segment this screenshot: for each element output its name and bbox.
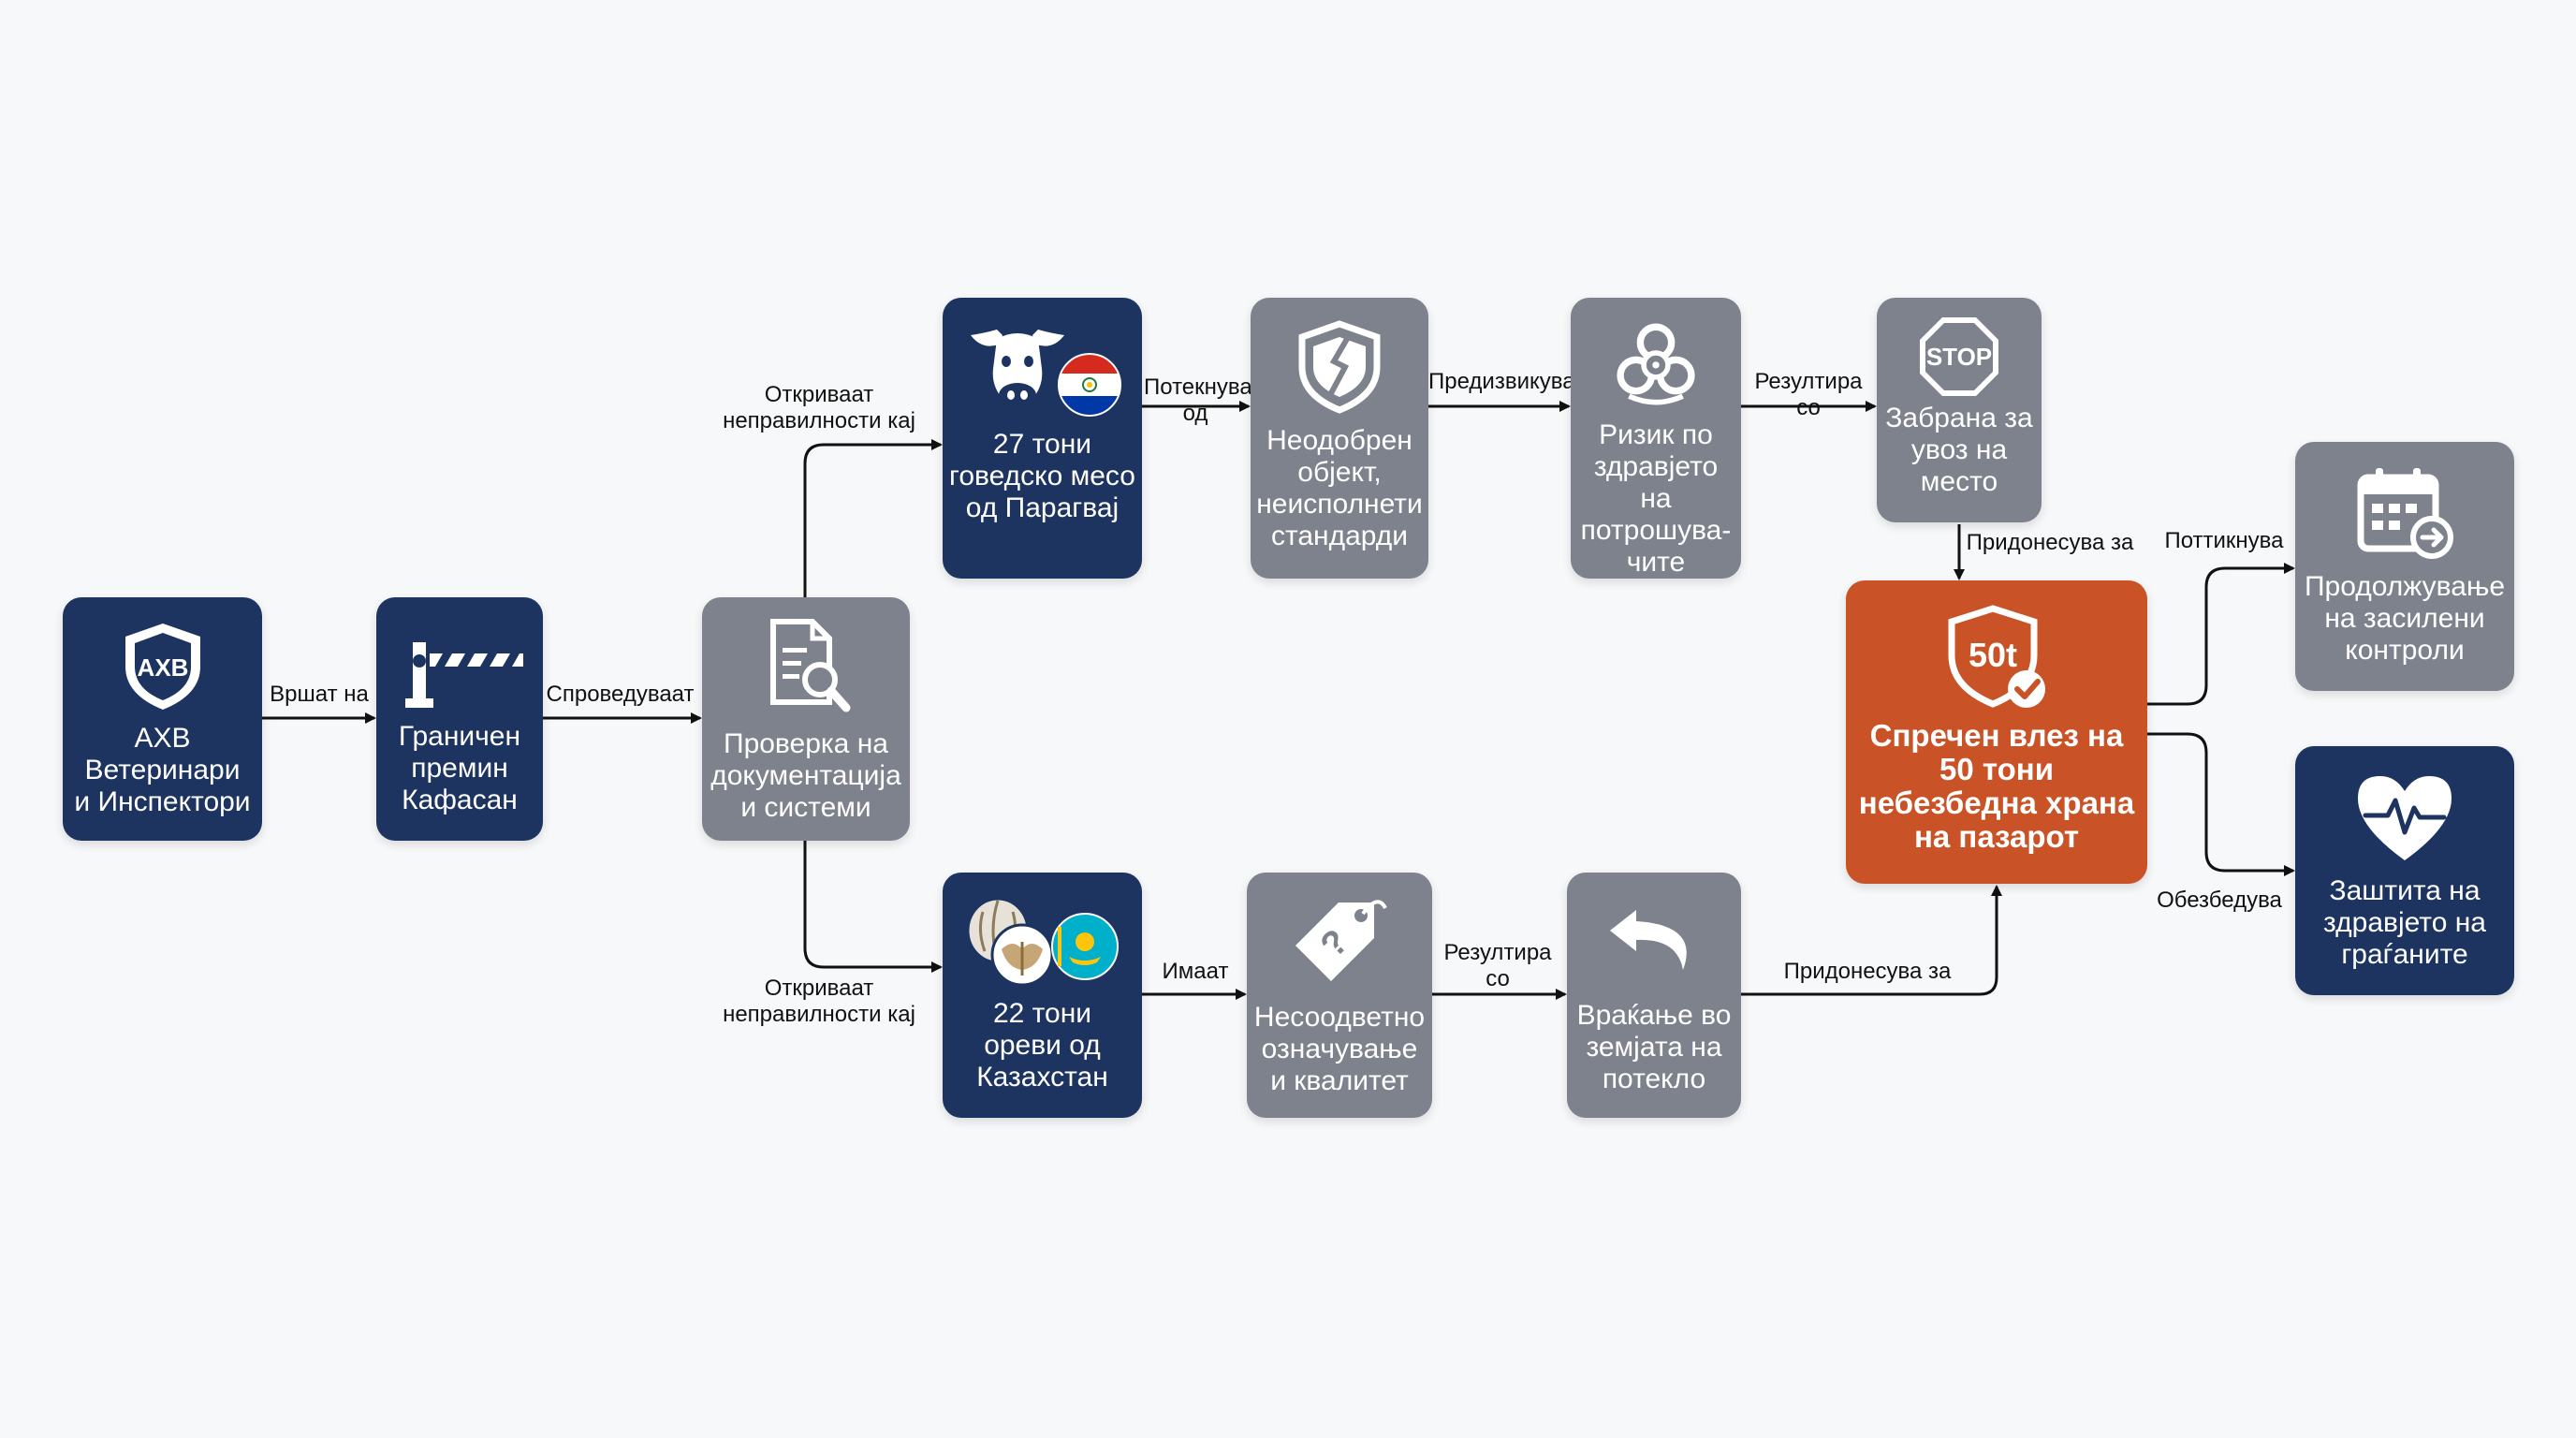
edge-label-have: Имаат: [1162, 959, 1229, 984]
heart-pulse-icon: [2358, 776, 2452, 860]
node-unapproved-facility: Неодобрен објект, неисполнети стандарди: [1251, 298, 1428, 579]
shield-check-icon: 50t: [1948, 605, 2045, 708]
stop-sign-icon: STOP: [1920, 317, 1998, 396]
arrow-inspection-beef: [803, 439, 943, 597]
node-inspection-label: Проверка на документација и системи: [710, 728, 901, 823]
edge-label-triggers: Поттикнува: [2164, 528, 2284, 553]
edge-label-ensures: Обезбедува: [2157, 888, 2282, 913]
walnut-icon: [966, 897, 1053, 987]
broken-shield-icon: [1298, 320, 1381, 414]
arrow-return-prevented: [1741, 885, 2002, 996]
return-arrow-icon: [1610, 910, 1687, 970]
node-inspection: Проверка на документација и системи: [702, 597, 910, 841]
shield-badge-icon: АХВ: [124, 624, 200, 710]
node-border-crossing-label: Граничен премин Кафасан: [398, 721, 521, 815]
node-labeling-quality: ? Несоодветно означување и квалитет: [1247, 873, 1432, 1118]
node-beef: 27 тони говедско месо од Парагвај: [943, 298, 1142, 579]
node-walnuts-label: 22 тони ореви од Казахстан: [976, 998, 1108, 1093]
node-akhv-label: АХВ Ветеринари и Инспектори: [74, 723, 251, 817]
node-continue-controls: Продолжување на засилени контроли: [2295, 442, 2514, 691]
node-walnuts: 22 тони ореви од Казахстан: [943, 873, 1142, 1118]
node-prevented-entry: 50t Спречен влез на 50 тони небезбедна х…: [1846, 580, 2147, 884]
arrow-prevented-continue: [2147, 563, 2295, 706]
prevented-badge-text: 50t: [1969, 636, 2017, 674]
edge-label-contributes-top: Придонесува за: [1966, 530, 2134, 555]
edge-label-results-top: Резултира со: [1754, 369, 1863, 420]
stop-sign-text: STOP: [1926, 343, 1992, 371]
document-search-icon: [770, 619, 851, 712]
arrow-inspection-walnuts: [803, 841, 943, 973]
biohazard-icon: [1617, 323, 1695, 405]
node-import-ban-label: Забрана за увоз на место: [1885, 403, 2033, 497]
edge-label-detect-top: Откриваат неправилности кај: [723, 382, 915, 433]
edge-label-detect-bottom: Откриваат неправилности кај: [723, 976, 915, 1027]
akhv-badge-text: АХВ: [137, 653, 188, 682]
node-prevented-entry-label: Спречен влез на 50 тони небезбедна храна…: [1858, 718, 2135, 854]
node-health-protection-label: Заштита на здравјето на граѓаните: [2323, 875, 2486, 970]
node-import-ban: STOP Забрана за увоз на место: [1877, 298, 2042, 522]
cow-icon: [970, 330, 1064, 407]
arrow-prevented-health: [2147, 732, 2295, 876]
node-return-origin-label: Враќање во земјата на потекло: [1576, 1000, 1732, 1094]
node-border-crossing: Граничен премин Кафасан: [376, 597, 543, 841]
kazakhstan-flag-icon: [1050, 913, 1119, 980]
node-return-origin: Враќање во земјата на потекло: [1567, 873, 1741, 1118]
paraguay-flag-icon: [1057, 353, 1121, 417]
node-health-risk-label: Ризик по здравјето на потрошува- чите: [1580, 419, 1732, 578]
edge-label-perform-at: Вршат на: [270, 682, 369, 707]
edge-label-contributes-bottom: Придонесува за: [1783, 959, 1952, 984]
node-health-protection: Заштита на здравјето на граѓаните: [2295, 746, 2514, 995]
node-labeling-quality-label: Несоодветно означување и квалитет: [1253, 1002, 1426, 1096]
question-tag-icon: ?: [1295, 900, 1387, 981]
node-unapproved-facility-label: Неодобрен објект, неисполнети стандарди: [1256, 425, 1423, 551]
edge-label-results-bottom: Резултира со: [1443, 940, 1552, 991]
calendar-arrow-icon: [2357, 468, 2453, 559]
edge-label-conduct: Спроведуваат: [546, 682, 695, 707]
node-beef-label: 27 тони говедско месо од Парагвај: [949, 429, 1135, 523]
border-barrier-icon: [405, 642, 523, 708]
node-health-risk: Ризик по здравјето на потрошува- чите: [1571, 298, 1741, 579]
edge-label-originates: Потекнува од: [1144, 374, 1252, 426]
node-akhv: АХВ АХВ Ветеринари и Инспектори: [63, 597, 262, 841]
edge-label-causes: Предизвикува: [1428, 369, 1575, 394]
node-continue-controls-label: Продолжување на засилени контроли: [2304, 571, 2506, 666]
